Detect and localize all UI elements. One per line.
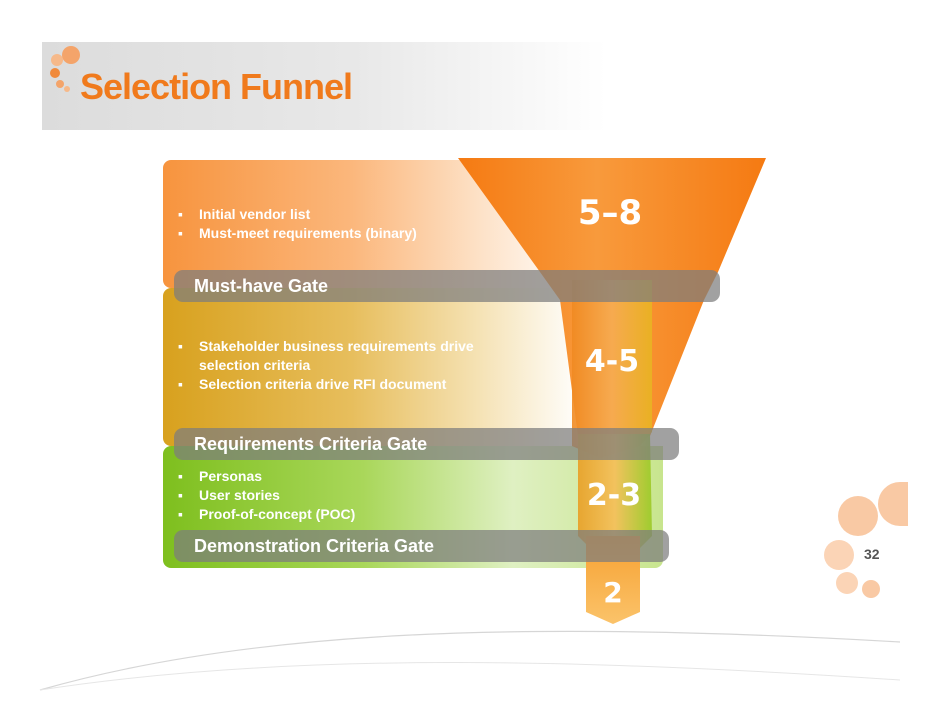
list-item: Selection criteria drive RFI document <box>178 375 498 394</box>
requirements-criteria-gate: Requirements Criteria Gate <box>174 428 679 460</box>
bottom-swoosh <box>39 630 901 691</box>
funnel-middle <box>572 280 652 458</box>
stage-2-bullets: Stakeholder business requirements drive … <box>178 337 498 394</box>
stage-4-count: 2 <box>603 576 623 609</box>
decor-dot <box>862 580 880 598</box>
logo-dot <box>56 80 64 88</box>
logo-dot <box>50 68 60 78</box>
decor-dot <box>824 540 854 570</box>
funnel-lower <box>578 434 652 548</box>
decor-dot <box>878 482 908 526</box>
stage-3-count: 2-3 <box>586 478 642 513</box>
page-number: 32 <box>864 546 880 562</box>
logo-dot <box>51 54 63 66</box>
stage-2-count: 4-5 <box>584 344 640 379</box>
demonstration-criteria-gate: Demonstration Criteria Gate <box>174 530 669 562</box>
logo-dot <box>64 86 70 92</box>
stage-1-bullets: Initial vendor list Must-meet requiremen… <box>178 205 417 243</box>
slide-title: Selection Funnel <box>80 66 353 107</box>
logo-dot <box>62 46 80 64</box>
list-item: User stories <box>178 486 355 505</box>
list-item: Proof-of-concept (POC) <box>178 505 355 524</box>
decor-dot <box>838 496 878 536</box>
stage-3-bullets: Personas User stories Proof-of-concept (… <box>178 467 355 524</box>
title-bar <box>42 42 607 130</box>
stage-1-count: 5–8 <box>577 193 643 233</box>
list-item: Must-meet requirements (binary) <box>178 224 417 243</box>
list-item: Initial vendor list <box>178 205 417 224</box>
list-item: Stakeholder business requirements drive … <box>178 337 498 375</box>
list-item: Personas <box>178 467 355 486</box>
decor-dot <box>836 572 858 594</box>
must-have-gate: Must-have Gate <box>174 270 720 302</box>
